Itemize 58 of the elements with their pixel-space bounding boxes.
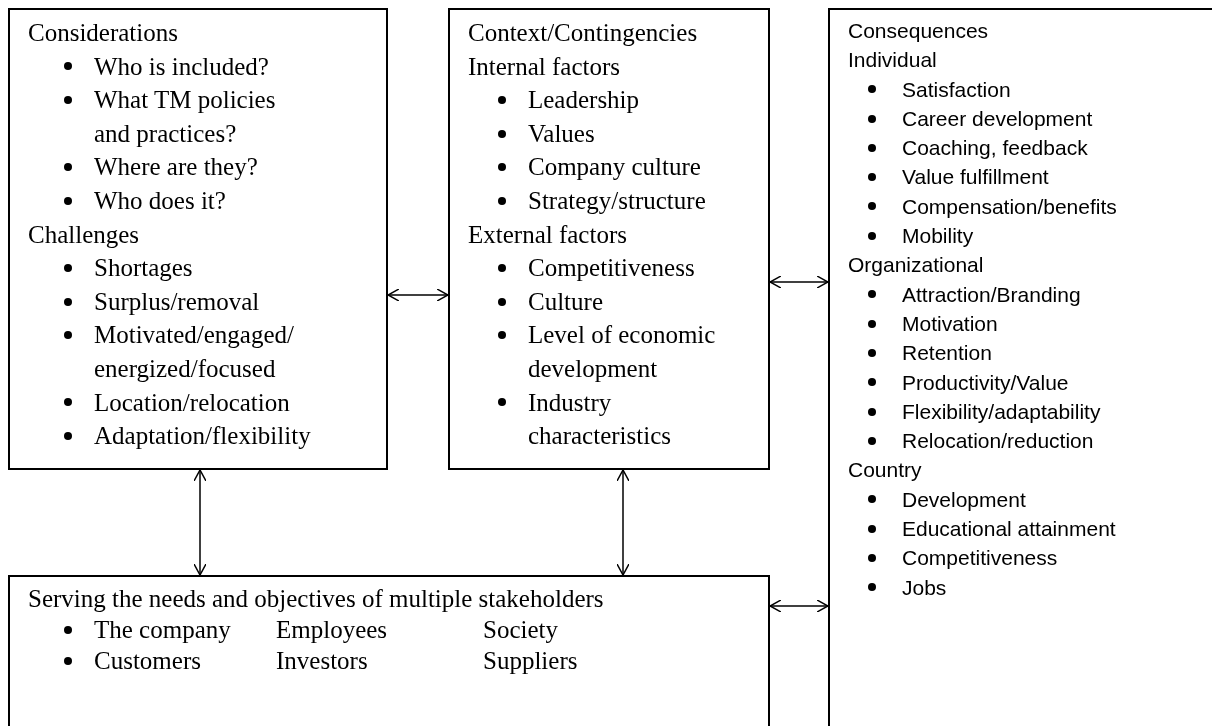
bullet-item: What TM policies and practices? (64, 83, 314, 151)
bullet-item: Competitiveness (498, 251, 733, 285)
text-box (828, 8, 1212, 726)
bullet-item: Satisfaction (868, 74, 1212, 104)
double-arrow (616, 469, 630, 576)
bullet-item: Where are they? (64, 150, 314, 184)
bullet-item: Values (498, 116, 733, 151)
section-heading: Context/Contingencies (468, 18, 699, 48)
bullet-item: Level of economic development (498, 318, 733, 386)
section-heading: Consequences (848, 18, 990, 44)
bullet-item: Who is included? (64, 49, 314, 84)
double-arrow (387, 288, 449, 302)
bullet-item: Development (868, 484, 1212, 515)
bullet-item: Competitiveness (868, 543, 1212, 573)
bullet-item: Motivation (868, 308, 1212, 339)
bullet-item: Who does it? (64, 183, 314, 218)
text-box (448, 8, 770, 470)
bullet-item: Coaching, feedback (868, 133, 1212, 163)
bullet-item: Educational attainment (868, 514, 1212, 544)
bullet-item: Industry characteristics (498, 385, 733, 453)
bullet-item: Leadership (498, 83, 733, 117)
section-heading: Serving the needs and objectives of multiple stakeholders (28, 584, 605, 614)
bullet-item: Culture (498, 284, 733, 319)
text-box (8, 575, 770, 726)
bullet-item: Motivated/engaged/ energized/focused (64, 318, 314, 386)
section-heading: Challenges (28, 219, 141, 250)
double-arrow (769, 275, 829, 289)
bullet-item: Compensation/benefits (868, 191, 1212, 222)
stakeholder-item: Society (483, 615, 559, 645)
section-heading: Organizational (848, 252, 985, 279)
bullet-item: Shortages (64, 251, 314, 285)
bullet-item: Career development (868, 103, 1212, 134)
double-arrow (769, 599, 829, 613)
stakeholder-item: Suppliers (483, 646, 579, 676)
section-heading: Individual (848, 47, 938, 74)
stakeholder-item: Customers (28, 645, 276, 676)
bullet-item: Relocation/reduction (868, 426, 1212, 456)
bullet-item: Attraction/Branding (868, 279, 1212, 309)
bullet-item: Strategy/structure (498, 183, 733, 218)
stakeholder-item: Investors (276, 646, 369, 676)
bullet-item: Retention (868, 338, 1212, 368)
bullet-item: Value fulfillment (868, 162, 1212, 192)
bullet-item: Location/relocation (64, 385, 314, 420)
section-heading: Country (848, 457, 923, 484)
section-heading: External factors (468, 219, 628, 250)
text-box (8, 8, 388, 470)
bullet-item: Surplus/removal (64, 284, 314, 319)
bullet-item: Productivity/Value (868, 367, 1212, 397)
bullet-item: Jobs (868, 572, 1212, 602)
bullet-item: Adaptation/flexibility (64, 419, 314, 453)
bullet-item: Mobility (868, 221, 1212, 251)
section-heading: Considerations (28, 18, 179, 48)
double-arrow (193, 469, 207, 576)
stakeholder-item: Employees (276, 615, 389, 645)
section-heading: Internal factors (468, 51, 621, 82)
bullet-item: Company culture (498, 150, 733, 184)
bullet-item: Flexibility/adaptability (868, 396, 1212, 427)
stakeholder-item: The company (28, 614, 276, 645)
